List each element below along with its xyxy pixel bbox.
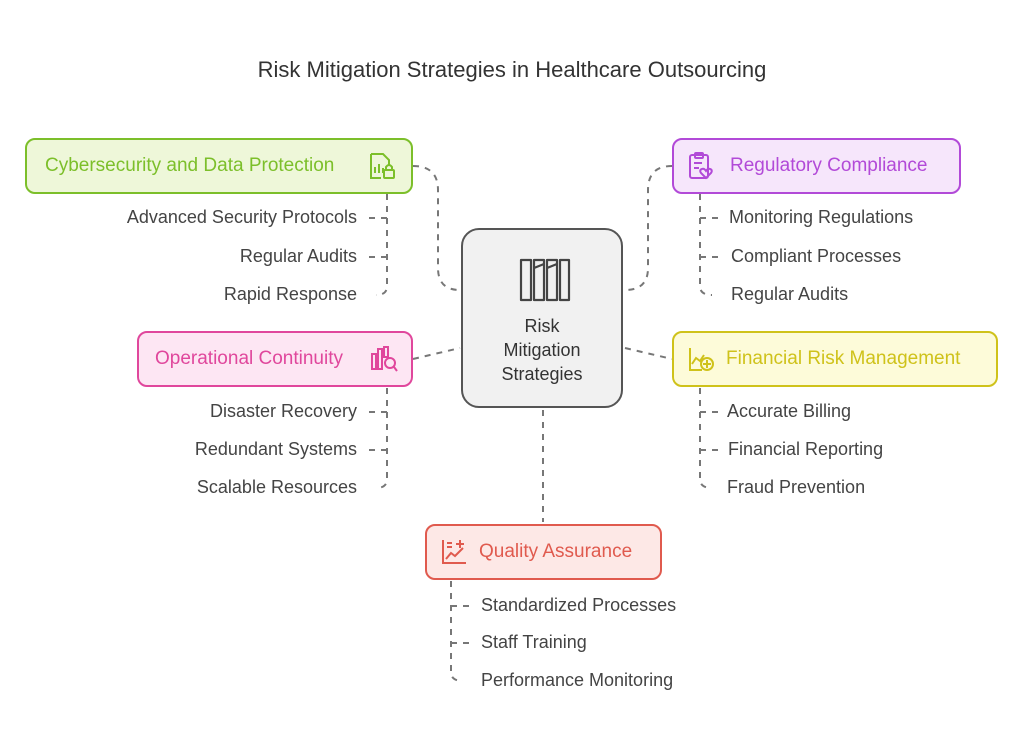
list-item: Rapid Response [223,284,357,304]
branch-cybersecurity: Cybersecurity and Data Protection [25,138,413,194]
branch-label: Financial Risk Management [726,348,961,369]
list-item: Scalable Resources [196,477,357,497]
branch-label: Cybersecurity and Data Protection [45,155,335,176]
clipboard-heart-icon [686,151,716,181]
branch-label: Operational Continuity [155,348,343,369]
branch-operational: Operational Continuity [137,331,413,387]
list-item: Compliant Processes [731,246,902,266]
list-item: Standardized Processes [481,595,677,615]
branch-regulatory: Regulatory Compliance [672,138,961,194]
list-item: Regular Audits [731,284,849,304]
list-item: Regular Audits [239,246,357,266]
list-item: Advanced Security Protocols [126,207,357,227]
columns-icon [519,258,571,302]
list-item: Financial Reporting [728,439,884,459]
center-label-line: Strategies [501,364,583,384]
diagram-title: Risk Mitigation Strategies in Healthcare… [257,57,767,82]
chart-plus-icon [686,344,716,374]
branch-quality: Quality Assurance [425,524,662,580]
search-chart-icon [369,344,399,374]
trend-plus-icon [439,537,469,567]
data-lock-icon [367,151,397,181]
branch-label: Quality Assurance [479,541,633,562]
list-item: Fraud Prevention [727,477,866,497]
list-item: Accurate Billing [727,401,852,421]
center-label: Risk Mitigation Strategies [463,314,621,386]
center-label-line: Mitigation [503,340,581,360]
list-item: Performance Monitoring [481,670,674,690]
center-node: Risk Mitigation Strategies [461,228,623,408]
list-item: Redundant Systems [194,439,357,459]
list-item: Staff Training [481,632,587,652]
list-item: Disaster Recovery [209,401,357,421]
branch-label: Regulatory Compliance [730,155,928,176]
list-item: Monitoring Regulations [729,207,914,227]
branch-financial: Financial Risk Management [672,331,998,387]
center-label-line: Risk [524,316,560,336]
